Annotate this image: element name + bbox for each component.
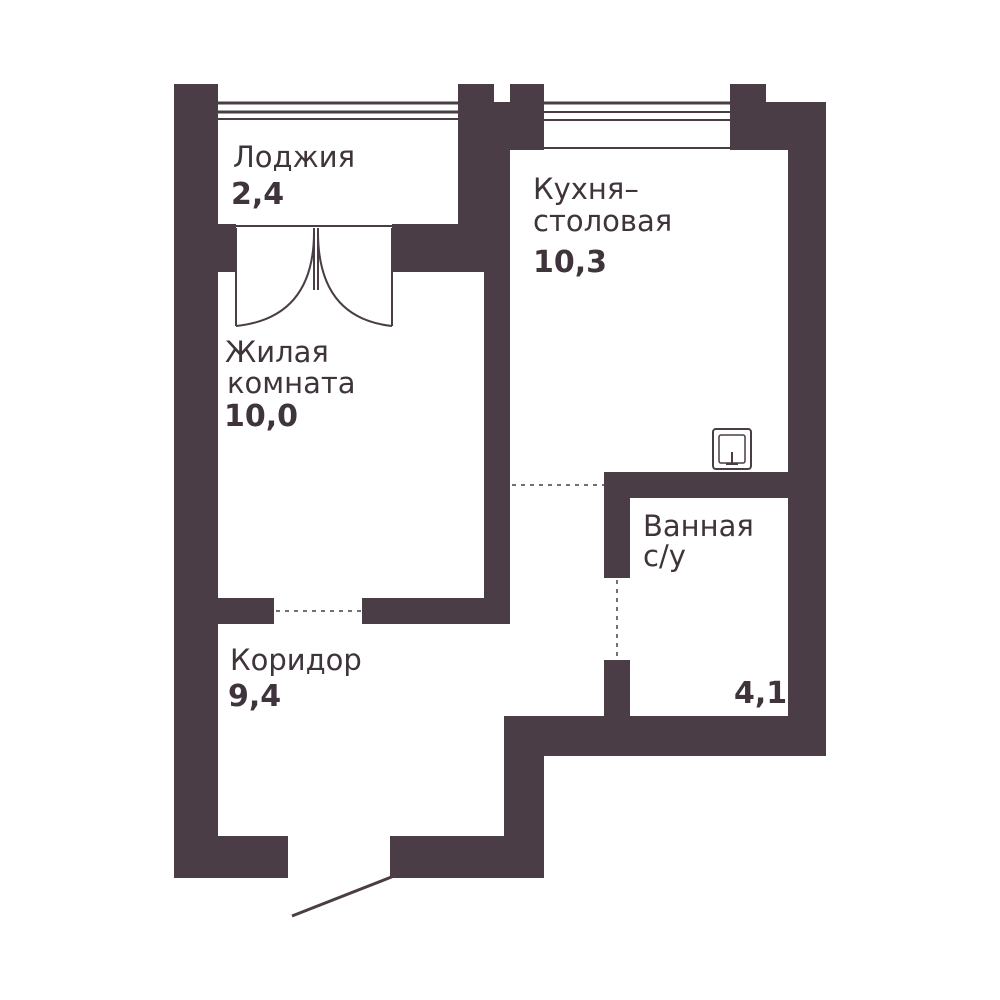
wall-bottom-right — [390, 836, 544, 878]
kitchen-name-line2: столовая — [533, 204, 672, 238]
entrance-door — [291, 874, 395, 918]
wall-bath-top — [604, 472, 788, 498]
wall-living-left-door — [218, 224, 236, 272]
wall-bottom-left — [174, 836, 288, 878]
living-name-line2: комната — [227, 366, 356, 400]
wall-bath-bottom — [504, 716, 826, 756]
bathroom-area: 4,1 — [734, 676, 787, 711]
windows — [218, 101, 739, 227]
door-arc-right — [317, 231, 393, 327]
corridor-name: Коридор — [230, 643, 362, 677]
living-name-line1: Жилая — [225, 335, 329, 369]
kitchen-area: 10,3 — [533, 245, 607, 280]
openings — [276, 484, 618, 660]
door-arc-left — [235, 231, 315, 327]
loggia-name: Лоджия — [233, 140, 355, 174]
wall-right-outer — [788, 102, 826, 756]
balcony-door — [235, 228, 393, 327]
wall-living-bottom-left — [218, 598, 274, 624]
sink-icon — [712, 428, 752, 470]
walls — [174, 84, 826, 878]
wall-living-bottom-right — [362, 598, 510, 624]
wall-living-kitchen — [484, 150, 510, 624]
wall-loggia-bottom — [392, 224, 494, 272]
wall-kitchen-top-left — [494, 102, 510, 150]
window-kitchen-sill — [537, 119, 739, 149]
loggia-area: 2,4 — [231, 177, 284, 212]
wall-bath-left-upper — [604, 472, 630, 578]
bathroom-name-line1: Ванная — [643, 509, 754, 543]
living-area: 10,0 — [224, 399, 298, 434]
corridor-area: 9,4 — [228, 679, 281, 714]
kitchen-name-line1: Кухня– — [533, 172, 639, 206]
wall-left-outer — [174, 84, 218, 878]
bathroom-name-line2: с/у — [643, 539, 686, 573]
room-labels: Лоджия 2,4 Кухня– столовая 10,3 Жилая ко… — [224, 140, 787, 714]
